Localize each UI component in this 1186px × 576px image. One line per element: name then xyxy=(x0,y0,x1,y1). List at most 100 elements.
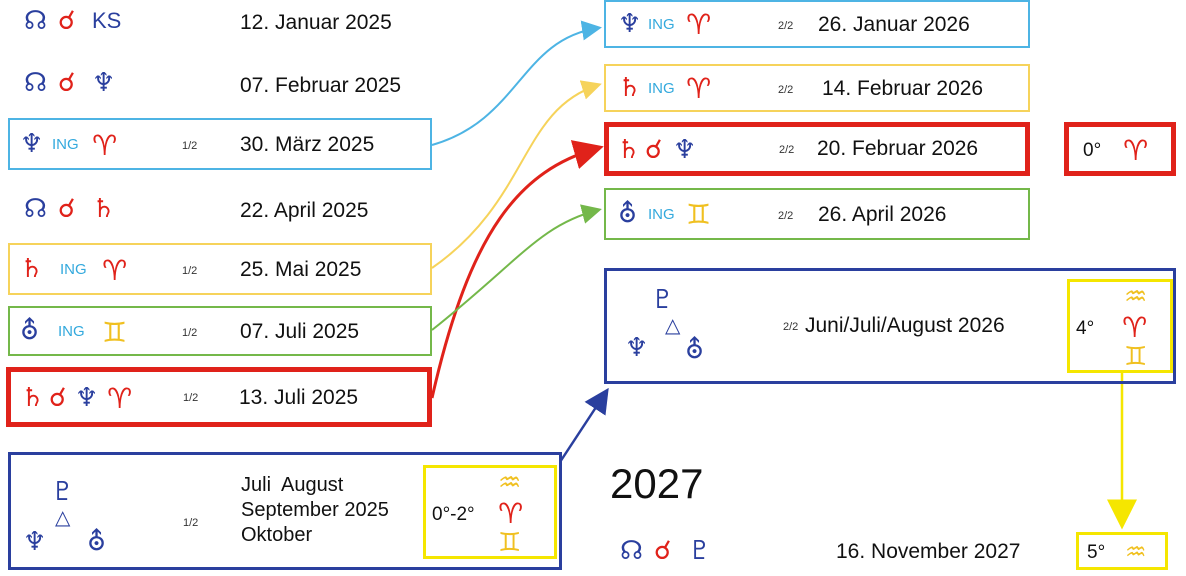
fraction-label: 2/2 xyxy=(778,210,794,222)
gemini-icon: ♊ xyxy=(498,528,522,558)
degree-label: 5° xyxy=(1087,542,1106,563)
date-line-3: Oktober xyxy=(241,524,313,546)
neptune-icon: ♆ xyxy=(23,527,47,557)
trine-icon: △ xyxy=(665,313,681,337)
gemini-icon: ♊ xyxy=(686,198,712,231)
neptune-icon: ♆ xyxy=(92,68,116,98)
saturn-icon: ♄ xyxy=(617,135,641,165)
aquarius-icon: ♒ xyxy=(1125,538,1147,566)
aries-icon: ♈ xyxy=(102,254,128,287)
neptune-icon: ♆ xyxy=(618,9,642,39)
arrow-neptune-ingress xyxy=(431,20,602,146)
date-label: Juni/Juli/August 2026 xyxy=(805,314,1005,337)
trine-box-2026: ♇ △ ♆ ⛢ 2/2 Juni/Juli/August 2026 4° ♒ ♈… xyxy=(604,268,1176,384)
saturn-ingress-box-1: ♄ ING ♈ 1/2 25. Mai 2025 xyxy=(8,243,432,295)
date-label: 20. Februar 2026 xyxy=(817,137,979,160)
date-label: 07. Juli 2025 xyxy=(240,320,360,343)
neptune-icon: ♆ xyxy=(75,383,99,413)
zero-degree-aries-box: 0° ♈ xyxy=(1064,122,1176,176)
date-label: 16. November 2027 xyxy=(836,540,1021,563)
uranus-icon: ⛢ xyxy=(618,199,638,229)
pluto-icon: ♇ xyxy=(51,477,75,507)
uranus-ingress-box-1: ⛢ ING ♊ 1/2 07. Juli 2025 xyxy=(8,306,432,356)
gemini-icon: ♊ xyxy=(1124,342,1148,372)
trine-box-2025: ♇ △ ♆ ⛢ 1/2 Juli August September 2025 O… xyxy=(8,452,562,570)
fraction-label: 1/2 xyxy=(183,392,199,404)
conjunction-icon: ☌ xyxy=(49,383,67,413)
saturn-icon: ♄ xyxy=(618,73,642,103)
date-label: 13. Juli 2025 xyxy=(239,386,359,409)
fraction-label: 2/2 xyxy=(778,20,794,32)
fraction-label: 1/2 xyxy=(182,265,198,277)
aries-icon: ♈ xyxy=(686,72,712,105)
node-icon: ☊ xyxy=(24,194,48,224)
date-label: 26. April 2026 xyxy=(818,203,947,226)
date-label: 12. Januar 2025 xyxy=(240,11,392,34)
fraction-label: 2/2 xyxy=(783,321,799,333)
degree-label: 0° xyxy=(1083,140,1102,161)
ingress-label: ING xyxy=(648,16,675,33)
date-range-text: Juli August September 2025 Oktober xyxy=(241,473,389,548)
aries-icon: ♈ xyxy=(107,382,133,415)
degree-box: 0°-2° ♒ ♈ ♊ xyxy=(423,465,557,559)
ks-label: KS xyxy=(92,8,122,33)
conjunction-icon: ☌ xyxy=(58,68,76,98)
uranus-icon: ⛢ xyxy=(87,527,107,557)
degree-label: 0°-2° xyxy=(432,504,475,525)
uranus-icon: ⛢ xyxy=(20,316,40,346)
trine-icon: △ xyxy=(55,505,71,529)
ingress-label: ING xyxy=(60,261,87,278)
degree-box: 4° ♒ ♈ ♊ xyxy=(1067,279,1173,373)
aries-icon: ♈ xyxy=(1122,311,1148,344)
uranus-icon: ⛢ xyxy=(685,335,705,365)
neptune-icon: ♆ xyxy=(673,135,697,165)
node-icon: ☊ xyxy=(620,536,644,566)
date-label: 14. Februar 2026 xyxy=(822,77,984,100)
arrow-trine xyxy=(558,387,609,463)
fraction-label: 2/2 xyxy=(779,144,795,156)
saturn-icon: ♄ xyxy=(92,194,116,224)
degree-label: 4° xyxy=(1076,318,1095,339)
ingress-label: ING xyxy=(58,323,85,340)
ingress-label: ING xyxy=(648,206,675,223)
date-label: 07. Februar 2025 xyxy=(240,74,402,97)
date-label: 22. April 2025 xyxy=(240,199,369,222)
uranus-ingress-box-2: ⛢ ING ♊ 2/2 26. April 2026 xyxy=(604,188,1030,240)
conjunction-icon: ☌ xyxy=(645,135,663,165)
gemini-icon: ♊ xyxy=(102,316,128,349)
neptune-icon: ♆ xyxy=(20,129,44,159)
date-label: 25. Mai 2025 xyxy=(240,258,362,281)
saturn-icon: ♄ xyxy=(21,383,45,413)
fraction-label: 2/2 xyxy=(778,84,794,96)
conjunction-icon: ☌ xyxy=(58,194,76,224)
five-degree-aquarius-box: 5° ♒ xyxy=(1076,532,1168,570)
date-line-1: Juli August xyxy=(241,474,344,496)
pluto-icon: ♇ xyxy=(651,285,675,315)
aries-icon: ♈ xyxy=(92,129,118,162)
aries-icon: ♈ xyxy=(498,497,524,530)
year-heading: 2027 xyxy=(610,460,704,507)
conjunction-icon: ☌ xyxy=(654,536,672,566)
pluto-icon: ♇ xyxy=(688,536,712,566)
arrow-uranus-ingress xyxy=(431,204,602,331)
saturn-ingress-box-2: ♄ ING ♈ 2/2 14. Februar 2026 xyxy=(604,64,1030,112)
aquarius-icon: ♒ xyxy=(1124,282,1148,312)
node-icon: ☊ xyxy=(24,6,48,36)
ingress-label: ING xyxy=(52,136,79,153)
arrow-conjunction xyxy=(430,140,604,399)
neptune-icon: ♆ xyxy=(625,333,649,363)
date-line-2: September 2025 xyxy=(241,499,389,521)
date-label: 30. März 2025 xyxy=(240,133,375,156)
saturn-icon: ♄ xyxy=(20,254,44,284)
neptune-ingress-box-2: ♆ ING ♈ 2/2 26. Januar 2026 xyxy=(604,0,1030,48)
fraction-label: 1/2 xyxy=(183,517,199,529)
node-icon: ☊ xyxy=(24,68,48,98)
aries-icon: ♈ xyxy=(1123,134,1149,167)
fraction-label: 1/2 xyxy=(182,140,198,152)
arrow-saturn-ingress xyxy=(431,80,602,269)
conjunction-icon: ☌ xyxy=(58,6,76,36)
ingress-label: ING xyxy=(648,80,675,97)
aries-icon: ♈ xyxy=(686,8,712,41)
saturn-neptune-conjunction-box-1: ♄ ☌ ♆ ♈ 1/2 13. Juli 2025 xyxy=(6,367,432,427)
